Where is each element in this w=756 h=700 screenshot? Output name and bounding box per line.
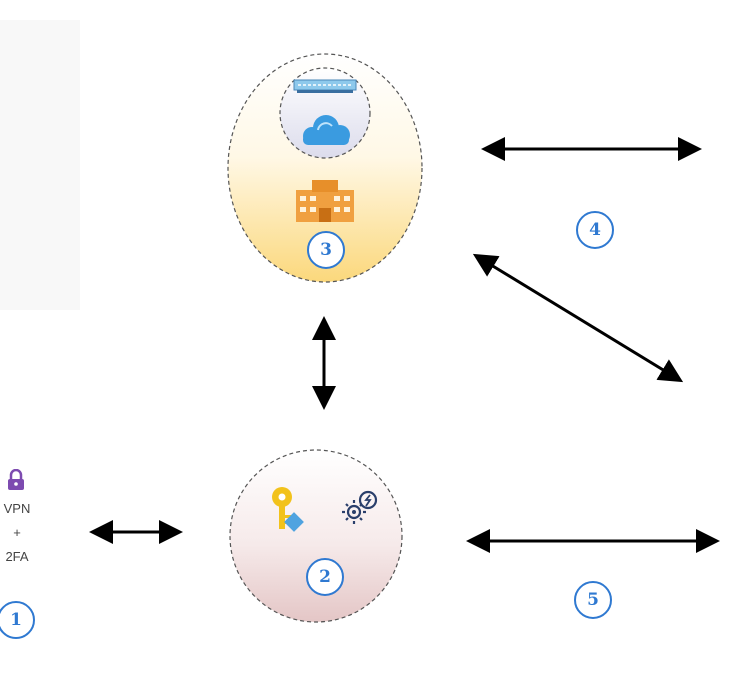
remote-access-line2: + xyxy=(13,525,21,540)
node-1-number-badge: 1 xyxy=(0,601,35,639)
background-panel xyxy=(0,20,80,310)
node-2-identity[interactable] xyxy=(229,449,403,623)
connection-4-number-badge: 4 xyxy=(576,211,614,249)
remote-access-line3: 2FA xyxy=(5,549,29,564)
remote-access-line1: VPN xyxy=(3,501,31,516)
gear-icon xyxy=(342,490,378,524)
server-rack-icon xyxy=(293,79,357,93)
cloud-icon xyxy=(303,115,350,145)
key-icon xyxy=(272,487,304,532)
arrow-node3-diagonal xyxy=(472,253,684,383)
node-3-datacenter[interactable] xyxy=(227,53,423,283)
node-2-number-badge: 2 xyxy=(306,558,344,596)
connection-5-number-badge: 5 xyxy=(574,581,612,619)
building-icon xyxy=(296,180,354,222)
node-3-number-badge: 3 xyxy=(307,231,345,269)
lock-icon xyxy=(8,469,24,490)
